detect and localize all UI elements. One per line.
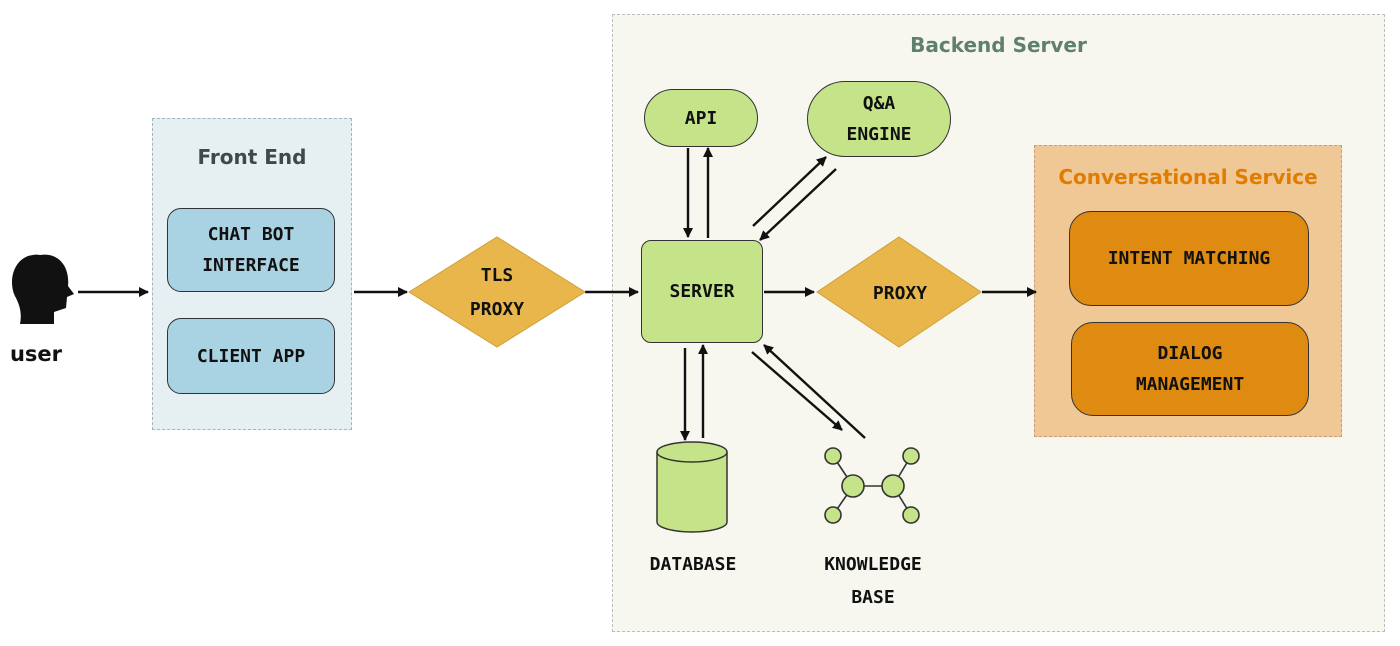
knowledge-base-label: KNOWLEDGE BASE xyxy=(824,554,922,608)
user-label: user xyxy=(9,342,63,366)
front-end-title: Front End xyxy=(197,145,307,169)
proxy-label: PROXY xyxy=(872,283,928,304)
tls-proxy-label: TLS PROXY xyxy=(469,265,525,320)
client-app-node: CLIENT APP xyxy=(167,318,335,394)
intent-matching-node: INTENT MATCHING xyxy=(1069,211,1309,306)
server-node: SERVER xyxy=(641,240,763,343)
database-label: DATABASE xyxy=(649,554,737,575)
head-silhouette-icon xyxy=(12,254,74,324)
dialog-management-node: DIALOG MANAGEMENT xyxy=(1071,322,1309,416)
chat-bot-interface-node: CHAT BOT INTERFACE xyxy=(167,208,335,292)
graph-network-icon xyxy=(824,447,920,524)
arrow-qa-to-server xyxy=(759,168,837,241)
cylinder-icon xyxy=(656,441,728,533)
backend-server-title: Backend Server xyxy=(910,33,1087,57)
conversational-service-title: Conversational Service xyxy=(1058,165,1318,189)
arrow-server-to-qa xyxy=(752,156,827,227)
qa-engine-node: Q&A ENGINE xyxy=(807,81,951,157)
api-node: API xyxy=(644,89,758,147)
arrow-server-to-kb xyxy=(751,351,843,431)
arrow-kb-to-server xyxy=(763,344,866,439)
tls-proxy-diamond xyxy=(408,236,586,348)
proxy-diamond xyxy=(816,236,982,348)
